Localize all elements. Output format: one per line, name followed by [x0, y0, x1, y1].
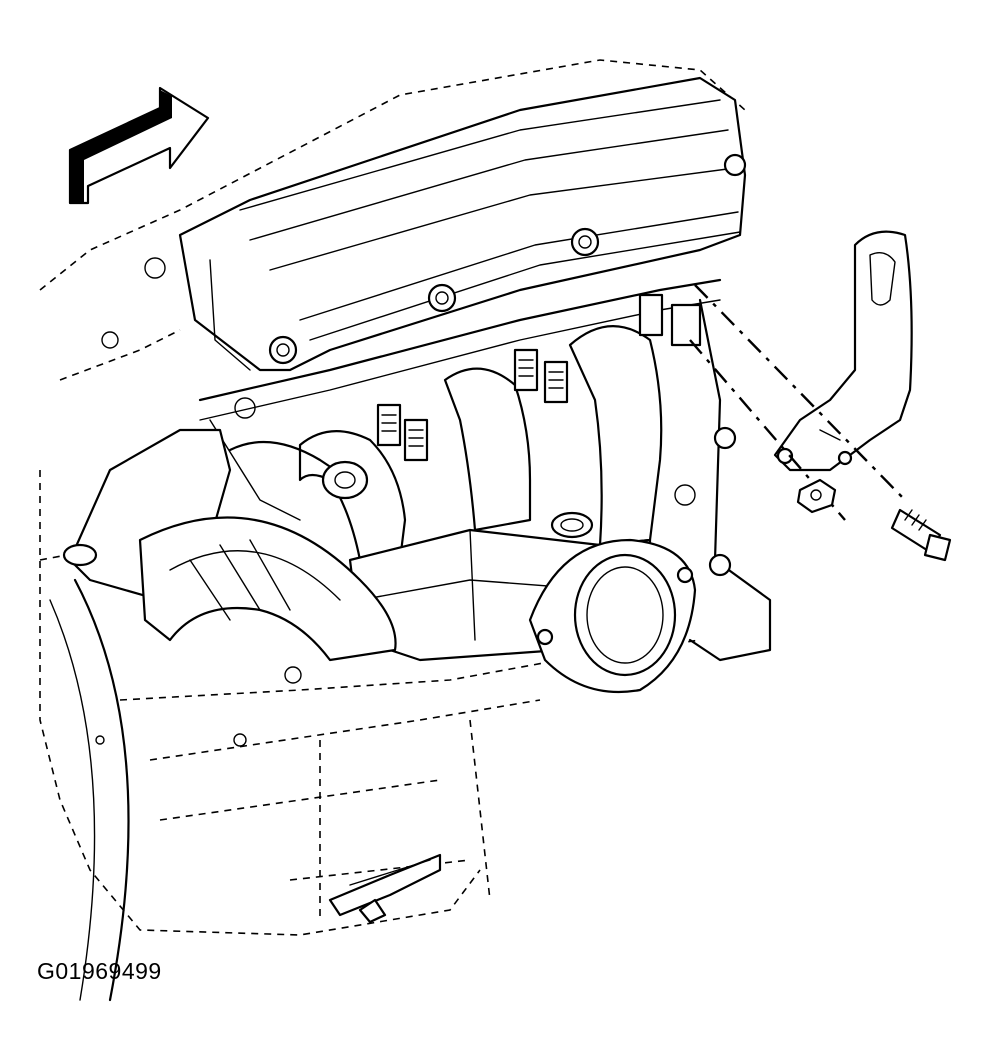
engine-block-outline	[39, 59, 746, 936]
manifold-stud	[513, 348, 539, 392]
manifold-stud	[403, 418, 429, 462]
oxygen-sensor-boss	[550, 511, 594, 539]
forward-arrow-icon	[68, 86, 210, 205]
valve-cover-bolt	[427, 283, 457, 313]
heat-shield-bracket	[773, 230, 913, 472]
manifold-stud	[543, 360, 569, 404]
manifold-stud	[376, 403, 402, 447]
bracket-nut	[796, 478, 837, 514]
valve-cover-bolt	[723, 153, 747, 177]
lower-bracket	[328, 853, 442, 924]
valve-cover-bolt	[268, 335, 298, 365]
manifold-outlet-flange	[528, 538, 697, 694]
manifold-stud	[670, 303, 702, 347]
valve-cover	[178, 76, 747, 372]
bracket-bolt	[890, 508, 952, 562]
flywheel	[49, 578, 130, 1002]
figure-id-label: G01969499	[37, 958, 162, 984]
exhaust-pipe-left	[62, 428, 397, 662]
block-fastener	[101, 257, 737, 747]
valve-cover-bolt	[570, 227, 600, 257]
manifold-stud	[638, 293, 664, 337]
